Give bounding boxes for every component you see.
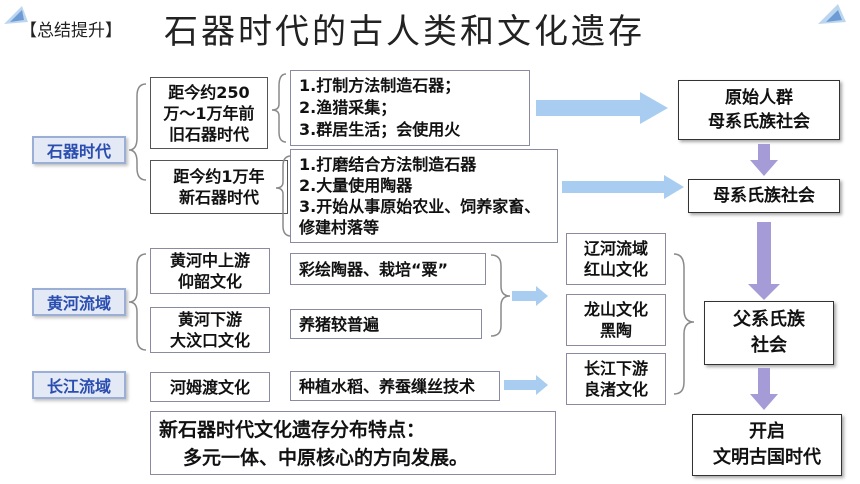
region-yellow-river: 黄河流域 bbox=[32, 288, 126, 316]
arrow-neo-to-matrilineal bbox=[562, 175, 684, 199]
purple-arrows bbox=[748, 144, 780, 410]
culture-yangshao: 黄河中上游 仰韶文化 bbox=[150, 248, 270, 294]
result-matrilineal: 母系氏族社会 bbox=[688, 179, 840, 213]
feature-dawenkou: 养猪较普遍 bbox=[290, 309, 482, 339]
brace-yellow-river bbox=[128, 253, 147, 351]
result-civilization: 开启 文明古国时代 bbox=[692, 414, 842, 476]
arrow-matrilineal-to-patrilineal bbox=[748, 222, 780, 300]
brace-neo-features bbox=[275, 155, 292, 237]
summary-text: 多元一体、中原核心的方向发展。 bbox=[183, 447, 469, 469]
arrow-paleo-to-primitive bbox=[536, 92, 668, 124]
arrow-yellow-to-longshan bbox=[512, 286, 548, 306]
features-neolithic: 1.打磨结合方法制造石器 2.大量使用陶器 3.开始从事原始农业、饲养家畜、 修… bbox=[290, 149, 558, 243]
arrow-patrilineal-to-civilization bbox=[750, 368, 778, 410]
page-title: 石器时代的古人类和文化遗存 bbox=[164, 12, 645, 52]
culture-liangzhu: 长江下游 良渚文化 bbox=[566, 353, 666, 405]
culture-hemudu: 河姆渡文化 bbox=[150, 372, 270, 402]
feature-yangshao: 彩绘陶器、栽培“粟” bbox=[290, 253, 486, 285]
result-primitive: 原始人群 母系氏族社会 bbox=[678, 80, 840, 140]
period-neolithic: 距今约1万年 新石器时代 bbox=[150, 160, 288, 214]
culture-longshan: 龙山文化 黑陶 bbox=[566, 294, 666, 346]
summary-title: 新石器时代文化遗存分布特点： bbox=[159, 419, 426, 441]
brace-stone-age bbox=[128, 83, 147, 181]
features-paleolithic: 1.打制方法制造石器； 2.渔猎采集； 3.群居生活；会使用火 bbox=[290, 70, 530, 146]
region-stone-age: 石器时代 bbox=[32, 136, 126, 164]
region-yangtze: 长江流域 bbox=[32, 371, 126, 399]
brace-other-cultures bbox=[673, 253, 695, 395]
summary-box: 新石器时代文化遗存分布特点： 多元一体、中原核心的方向发展。 bbox=[150, 411, 556, 475]
section-tag: 【总结提升】 bbox=[20, 21, 122, 41]
brace-culture-features bbox=[490, 254, 511, 337]
arrow-primitive-to-matrilineal bbox=[750, 144, 778, 176]
period-paleolithic: 距今约250 万～1万年前 旧石器时代 bbox=[150, 77, 268, 149]
result-patrilineal: 父系氏族 社会 bbox=[704, 301, 834, 365]
arrow-hemudu-to-liangzhu bbox=[504, 375, 548, 395]
feature-hemudu: 种植水稻、养蚕缫丝技术 bbox=[290, 371, 500, 401]
braces bbox=[128, 73, 695, 395]
culture-dawenkou: 黄河下游 大汶口文化 bbox=[150, 307, 270, 353]
brace-paleo-features bbox=[271, 73, 287, 143]
blue-arrows bbox=[504, 92, 684, 395]
culture-hongshan: 辽河流域 红山文化 bbox=[566, 233, 666, 285]
